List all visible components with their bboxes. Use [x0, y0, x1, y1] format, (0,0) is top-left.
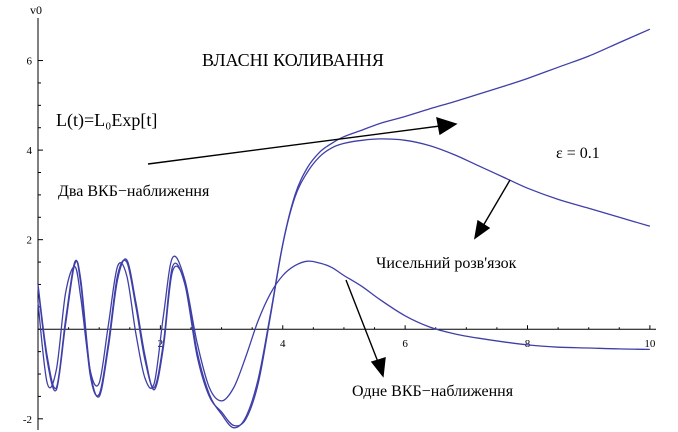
- y-tick-label: 6: [27, 56, 33, 68]
- epsilon-label: ε = 0.1: [556, 145, 600, 162]
- arrow-numerical-head: [474, 219, 491, 240]
- y-tick-label: 4: [27, 145, 33, 157]
- series-layer: [37, 28, 651, 429]
- arrows: [147, 116, 511, 378]
- x-tick-label: 4: [280, 338, 286, 350]
- arrow-one-wkb: [345, 279, 379, 363]
- arrow-numerical: [482, 179, 511, 227]
- x-tick-label: 10: [644, 338, 656, 350]
- formula-label: L(t)=L₀Exp[t]: [56, 110, 157, 131]
- arrow-two-wkb-head: [436, 116, 458, 136]
- y-axis-label: v0: [30, 3, 42, 17]
- axes: [37, 18, 656, 430]
- arrow-two-wkb: [147, 125, 441, 165]
- series-line-2: [37, 138, 651, 429]
- one-wkb-label: Одне ВКБ−наближення: [352, 383, 514, 400]
- y-tick-label: 2: [27, 235, 33, 247]
- x-tick-label: 6: [402, 338, 408, 350]
- series-line-3: [37, 255, 650, 402]
- series-line-1: [37, 28, 651, 427]
- two-wkb-label: Два ВКБ−наближення: [58, 183, 210, 200]
- x-tick-label: 8: [525, 338, 531, 350]
- chart-title: ВЛАСНІ КОЛИВАННЯ: [202, 50, 384, 70]
- arrow-one-wkb-head: [370, 357, 386, 378]
- y-tick-label: -2: [23, 414, 32, 426]
- numerical-label: Чисельний розв'язок: [376, 255, 517, 272]
